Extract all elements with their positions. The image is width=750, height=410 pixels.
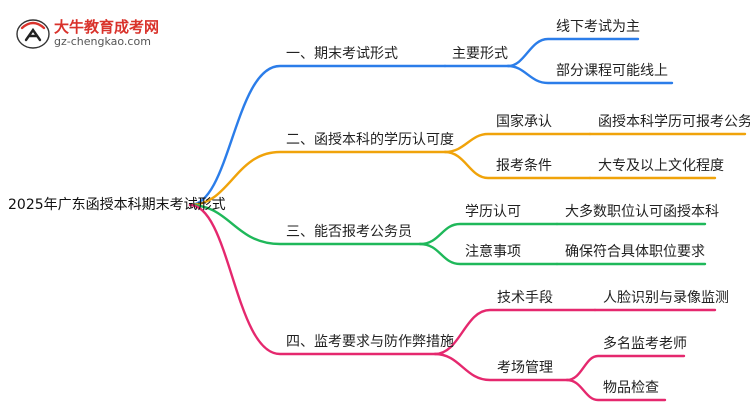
branch-2-label: 二、函授本科的学历认可度	[286, 132, 454, 148]
connector-b3-c2	[418, 242, 559, 266]
b3-leaf-2: 确保符合具体职位要求	[565, 244, 705, 260]
connector-b3-c1	[418, 222, 559, 246]
b2-child-2: 报考条件	[496, 158, 552, 174]
connector-b4-c2	[433, 352, 569, 382]
b4-child-2: 考场管理	[497, 360, 553, 376]
connector-b4-c2-l1	[565, 354, 686, 382]
b1-child-1: 主要形式	[452, 46, 508, 62]
connector-b1-c1-l2	[506, 64, 674, 85]
connector-root-b1	[188, 64, 447, 207]
logo-title: 大牛教育成考网	[54, 18, 160, 36]
b1-leaf-1: 线下考试为主	[556, 19, 640, 35]
b1-leaf-2: 部分课程可能线上	[556, 63, 668, 79]
b3-child-2: 注意事项	[465, 244, 521, 260]
b2-leaf-1: 函授本科学历可报考公务员	[598, 114, 750, 130]
logo-mark-icon	[16, 19, 50, 49]
connector-b1-c1-l1	[506, 37, 640, 68]
logo-url: gz-chengkao.com	[54, 35, 151, 48]
b3-leaf-1: 大多数职位认可函授本科	[565, 204, 719, 220]
b4-leaf-3: 物品检查	[603, 380, 659, 396]
connector-root-b3	[188, 203, 422, 246]
connector-root-b4	[188, 203, 437, 356]
connector-b4-c1	[433, 308, 597, 356]
site-logo: 大牛教育成考网 gz-chengkao.com	[14, 14, 164, 52]
b4-child-1: 技术手段	[497, 290, 553, 306]
branch-1-label: 一、期末考试形式	[286, 46, 398, 62]
branch-3-label: 三、能否报考公务员	[286, 224, 412, 240]
b2-child-1: 国家承认	[496, 114, 552, 130]
b4-leaf-1: 人脸识别与录像监测	[603, 290, 729, 306]
connector-b4-c2-l2	[565, 378, 667, 402]
connector-b2-c1	[443, 132, 592, 154]
b4-leaf-2: 多名监考老师	[603, 336, 687, 352]
connector-b2-c2	[443, 150, 592, 180]
connector-root-b2	[188, 150, 447, 207]
branch-4-label: 四、监考要求与防作弊措施	[286, 334, 454, 350]
mindmap-root: 2025年广东函授本科期末考试形式	[8, 197, 226, 213]
b3-child-1: 学历认可	[465, 204, 521, 220]
b2-leaf-2: 大专及以上文化程度	[598, 158, 724, 174]
